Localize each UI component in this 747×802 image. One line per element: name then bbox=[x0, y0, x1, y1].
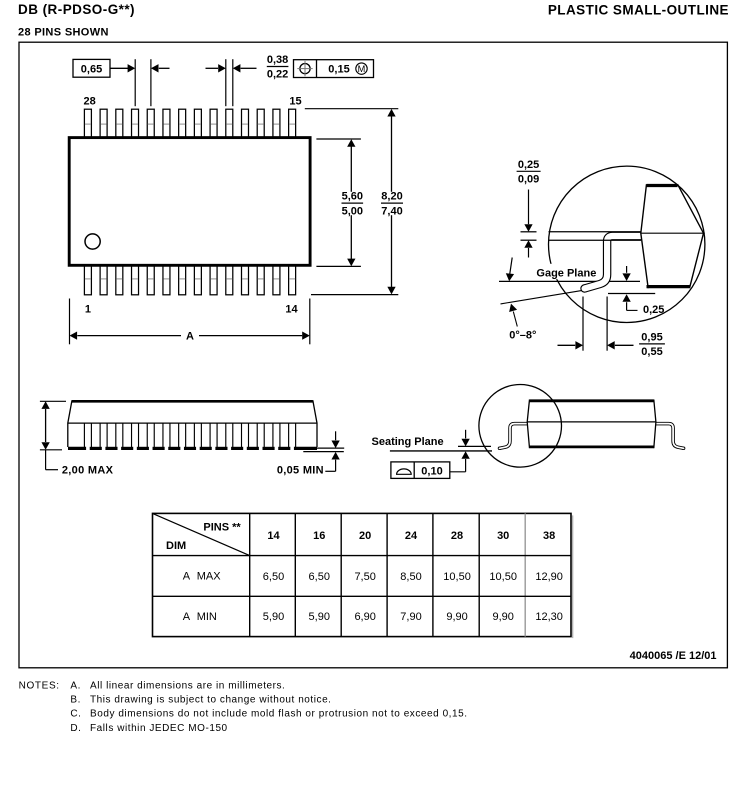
svg-text:14: 14 bbox=[267, 530, 280, 542]
svg-text:7,40: 7,40 bbox=[381, 205, 402, 217]
svg-text:Body dimensions do not include: Body dimensions do not include mold flas… bbox=[90, 709, 468, 720]
svg-text:B.: B. bbox=[70, 695, 81, 706]
svg-text:28 PINS SHOWN: 28 PINS SHOWN bbox=[18, 27, 109, 39]
svg-text:9,90: 9,90 bbox=[492, 611, 513, 623]
svg-text:12,90: 12,90 bbox=[535, 571, 563, 583]
svg-text:6,90: 6,90 bbox=[354, 611, 375, 623]
svg-text:10,50: 10,50 bbox=[489, 571, 517, 583]
svg-text:6,50: 6,50 bbox=[263, 571, 284, 583]
svg-text:0,38: 0,38 bbox=[267, 54, 288, 66]
svg-text:Falls within JEDEC MO-150: Falls within JEDEC MO-150 bbox=[90, 723, 228, 734]
svg-text:A: A bbox=[183, 571, 191, 583]
svg-text:0,09: 0,09 bbox=[518, 174, 539, 186]
svg-text:2,00 MAX: 2,00 MAX bbox=[62, 465, 114, 477]
svg-text:NOTES:: NOTES: bbox=[19, 681, 60, 692]
svg-text:0°–8°: 0°–8° bbox=[509, 329, 536, 341]
svg-text:M: M bbox=[358, 64, 366, 74]
svg-text:PLASTIC SMALL-OUTLINE: PLASTIC SMALL-OUTLINE bbox=[548, 3, 729, 18]
svg-text:6,50: 6,50 bbox=[309, 571, 330, 583]
svg-text:15: 15 bbox=[289, 95, 301, 107]
svg-text:14: 14 bbox=[285, 304, 298, 316]
svg-text:0,22: 0,22 bbox=[267, 69, 288, 81]
svg-text:8,20: 8,20 bbox=[381, 191, 402, 203]
svg-text:0,95: 0,95 bbox=[641, 332, 662, 344]
svg-text:Seating Plane: Seating Plane bbox=[372, 436, 444, 448]
svg-text:C.: C. bbox=[70, 709, 81, 720]
svg-text:4040065 /E 12/01: 4040065 /E 12/01 bbox=[630, 650, 717, 662]
svg-text:0,10: 0,10 bbox=[421, 466, 442, 478]
svg-text:5,90: 5,90 bbox=[263, 611, 284, 623]
svg-text:0,25: 0,25 bbox=[643, 304, 664, 316]
svg-text:MIN: MIN bbox=[197, 611, 217, 623]
svg-text:28: 28 bbox=[83, 95, 95, 107]
svg-text:7,90: 7,90 bbox=[400, 611, 421, 623]
svg-text:5,00: 5,00 bbox=[342, 205, 363, 217]
svg-text:0,55: 0,55 bbox=[641, 346, 662, 358]
svg-text:PINS **: PINS ** bbox=[203, 522, 241, 534]
svg-text:30: 30 bbox=[497, 530, 509, 542]
svg-text:12,30: 12,30 bbox=[535, 611, 563, 623]
svg-text:7,50: 7,50 bbox=[354, 571, 375, 583]
svg-text:5,90: 5,90 bbox=[309, 611, 330, 623]
svg-text:A.: A. bbox=[70, 681, 81, 692]
svg-text:DB (R-PDSO-G**): DB (R-PDSO-G**) bbox=[18, 2, 135, 17]
svg-text:0,05 MIN: 0,05 MIN bbox=[277, 465, 324, 477]
svg-text:1: 1 bbox=[85, 304, 91, 316]
svg-text:24: 24 bbox=[405, 530, 418, 542]
svg-text:0,25: 0,25 bbox=[518, 159, 539, 171]
svg-text:MAX: MAX bbox=[197, 571, 222, 583]
svg-text:Gage Plane: Gage Plane bbox=[536, 268, 596, 280]
svg-text:16: 16 bbox=[313, 530, 325, 542]
svg-text:5,60: 5,60 bbox=[342, 191, 363, 203]
svg-text:0,65: 0,65 bbox=[81, 63, 102, 75]
svg-text:0,15: 0,15 bbox=[328, 64, 349, 76]
svg-text:8,50: 8,50 bbox=[400, 571, 421, 583]
svg-text:10,50: 10,50 bbox=[443, 571, 471, 583]
svg-text:A: A bbox=[183, 611, 191, 623]
svg-text:D.: D. bbox=[70, 723, 81, 734]
svg-text:9,90: 9,90 bbox=[446, 611, 467, 623]
svg-text:All linear dimensions are in m: All linear dimensions are in millimeters… bbox=[90, 681, 285, 692]
svg-text:This drawing is subject to cha: This drawing is subject to change withou… bbox=[90, 695, 332, 706]
svg-text:38: 38 bbox=[543, 530, 555, 542]
svg-text:A: A bbox=[186, 331, 194, 343]
svg-text:20: 20 bbox=[359, 530, 371, 542]
svg-text:28: 28 bbox=[451, 530, 463, 542]
svg-text:DIM: DIM bbox=[166, 540, 186, 552]
